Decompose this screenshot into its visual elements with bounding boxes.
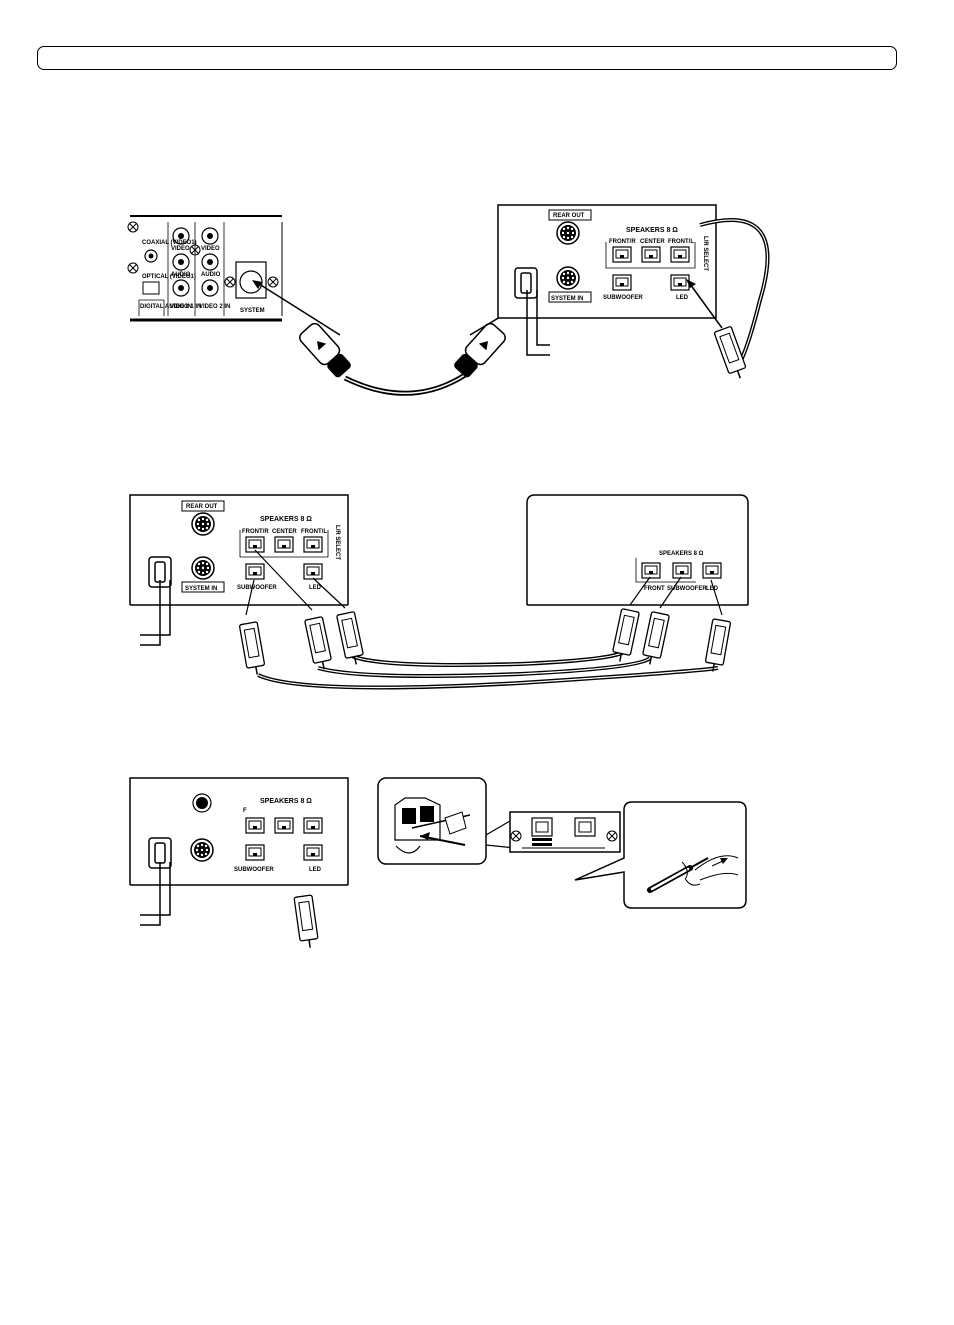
speakers-label-2: SPEAKERS 8 Ω xyxy=(260,516,312,523)
front-l-label-1: FRONT/L xyxy=(668,239,694,245)
subwoofer-label-2: SUBWOOFER xyxy=(237,585,277,591)
subwoofer-label-3: SUBWOOFER xyxy=(667,586,707,592)
video-label-1: VIDEO xyxy=(171,246,190,252)
front-r-label-1: FRONT/R xyxy=(609,239,636,245)
front-label: FRONT xyxy=(644,586,665,592)
rear-out-label-2: REAR OUT xyxy=(186,504,218,510)
subwoofer-label-4: SUBWOOFER xyxy=(234,867,274,873)
subwoofer-panel-3 xyxy=(129,777,349,950)
speakers-label-4: SPEAKERS 8 Ω xyxy=(260,798,312,805)
speakers-label-1: SPEAKERS 8 Ω xyxy=(626,227,678,234)
rear-out-label-1: REAR OUT xyxy=(553,213,585,219)
system-in-label-1: SYSTEM IN xyxy=(551,296,583,302)
figure1: COAXIAL (VIDEO1) OPTICAL (VIDEO1) DIGITA… xyxy=(127,204,770,396)
video1-in-label: VIDEO 1 IN xyxy=(170,304,201,310)
led-label-1: LED xyxy=(676,295,689,301)
system-cable xyxy=(252,278,566,396)
video-label-2: VIDEO xyxy=(201,246,220,252)
audio-label-2: AUDIO xyxy=(201,272,221,278)
front-r-label-2: FRONT/R xyxy=(242,529,269,535)
subwoofer-panel-1 xyxy=(497,204,770,383)
optical-label: OPTICAL (VIDEO1) xyxy=(142,274,196,280)
terminal-closeup xyxy=(377,777,621,865)
coaxial-label: COAXIAL (VIDEO1) xyxy=(142,240,197,246)
led-label-3: LED xyxy=(706,586,719,592)
f-label: F xyxy=(243,808,247,814)
system-in-label-2: SYSTEM IN xyxy=(185,586,217,592)
speaker-cables xyxy=(238,549,732,690)
dvd-rear-panel xyxy=(127,215,283,322)
lr-select-label-2: L/R SELECT xyxy=(334,525,340,560)
center-label-2: CENTER xyxy=(272,529,297,535)
video2-in-label: VIDEO 2 IN xyxy=(199,304,230,310)
lr-select-label-1: L/R SELECT xyxy=(702,236,708,271)
subwoofer-label-1: SUBWOOFER xyxy=(603,295,643,301)
front-l-label-2: FRONT/L xyxy=(301,529,327,535)
center-label-1: CENTER xyxy=(640,239,665,245)
figure3: SPEAKERS 8 Ω F SUBWOOFER LED xyxy=(129,777,747,950)
wire-strip-callout xyxy=(574,801,747,909)
audio-label-1: AUDIO xyxy=(171,272,191,278)
led-label-4: LED xyxy=(309,867,322,873)
speakers-label-3: SPEAKERS 8 Ω xyxy=(659,551,704,557)
figure2: REAR OUT SPEAKERS 8 Ω FRONT/R CENTER FRO… xyxy=(129,494,749,690)
header-bar xyxy=(37,46,897,70)
digital-audio-in-label: DIGITAL AUDIO IN xyxy=(140,304,192,310)
led-label-2: LED xyxy=(309,585,322,591)
speaker-panel xyxy=(526,494,749,606)
system-label: SYSTEM xyxy=(240,308,265,314)
subwoofer-panel-2 xyxy=(129,494,349,646)
